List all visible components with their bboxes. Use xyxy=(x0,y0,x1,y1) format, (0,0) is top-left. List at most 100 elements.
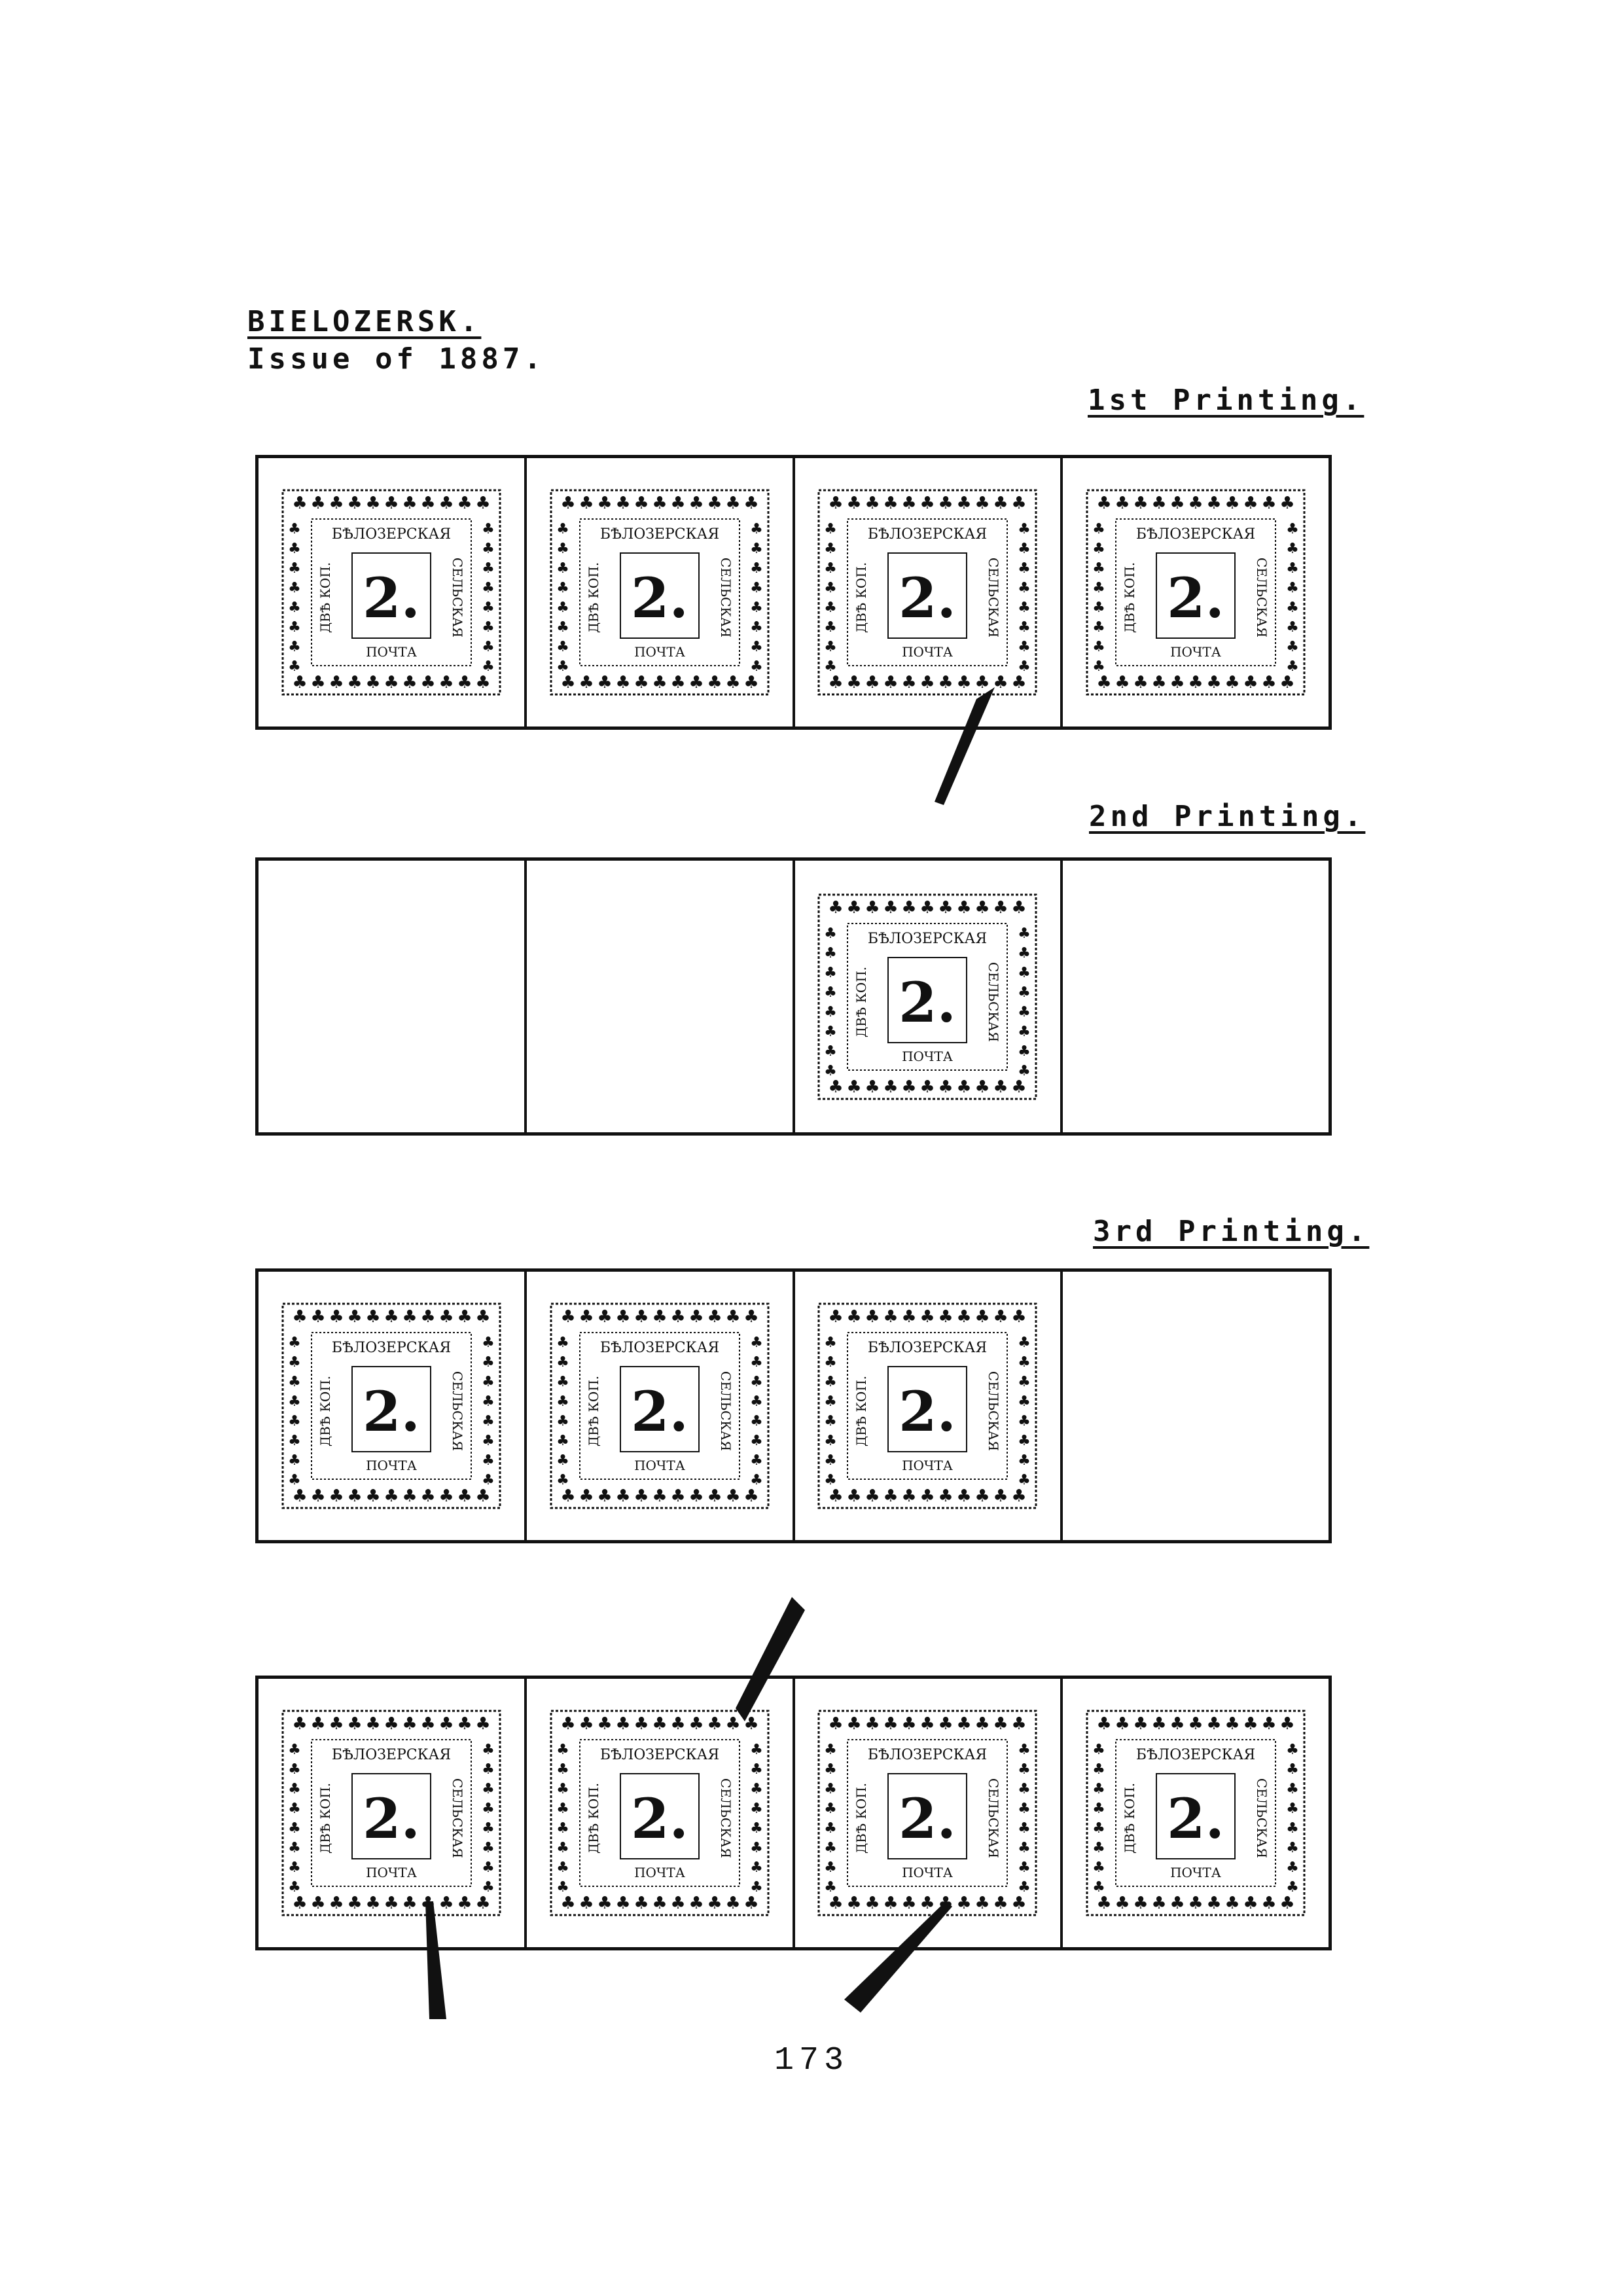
svg-text:♣: ♣ xyxy=(670,1486,685,1506)
svg-text:♣: ♣ xyxy=(750,1393,763,1410)
stamp-cell xyxy=(524,861,793,1132)
svg-text:♣: ♣ xyxy=(579,673,594,692)
svg-text:♣: ♣ xyxy=(725,1486,740,1506)
svg-text:♣: ♣ xyxy=(750,619,763,636)
svg-text:♣: ♣ xyxy=(292,493,307,513)
stamp-top-text: БѢЛОЗЕРСКАЯ xyxy=(332,1747,451,1763)
svg-text:♣: ♣ xyxy=(482,658,495,675)
svg-text:♣: ♣ xyxy=(1261,673,1276,692)
stamp-top-text: БѢЛОЗЕРСКАЯ xyxy=(600,526,719,543)
stamp-bottom-text: ПОЧТА xyxy=(1170,644,1221,660)
svg-text:♣: ♣ xyxy=(1018,1859,1031,1876)
svg-text:♣: ♣ xyxy=(1018,1452,1031,1469)
svg-text:♣: ♣ xyxy=(865,1307,880,1327)
svg-text:♣: ♣ xyxy=(1092,1801,1105,1817)
stamp-value: 2. xyxy=(363,565,420,630)
svg-text:♣: ♣ xyxy=(825,541,838,557)
svg-text:♣: ♣ xyxy=(457,1893,472,1913)
svg-text:♣: ♣ xyxy=(556,580,569,596)
svg-text:♣: ♣ xyxy=(475,1486,490,1506)
svg-text:♣: ♣ xyxy=(556,619,569,636)
svg-text:♣: ♣ xyxy=(847,1486,862,1506)
svg-text:♣: ♣ xyxy=(707,1307,722,1327)
stamp-top-text: БѢЛОЗЕРСКАЯ xyxy=(332,1340,451,1356)
svg-text:♣: ♣ xyxy=(750,1879,763,1895)
stamp-left-text: ДВѢ КОП. xyxy=(317,1783,333,1854)
svg-text:♣: ♣ xyxy=(993,1307,1008,1327)
stamp-top-text: БѢЛОЗЕРСКАЯ xyxy=(1136,526,1255,543)
svg-text:♣: ♣ xyxy=(957,1714,972,1734)
svg-text:♣: ♣ xyxy=(482,1472,495,1488)
svg-text:♣: ♣ xyxy=(579,1714,594,1734)
stamp-left-text: ДВѢ КОП. xyxy=(853,562,869,633)
stamp-image: ♣♣♣♣♣♣♣♣♣♣♣♣♣♣♣♣♣♣♣♣♣♣♣♣♣♣♣♣♣♣♣♣♣♣♣♣♣♣ Б… xyxy=(279,1708,503,1918)
stamp-value: 2. xyxy=(363,1379,420,1444)
svg-text:♣: ♣ xyxy=(556,1742,569,1758)
svg-text:♣: ♣ xyxy=(365,673,380,692)
svg-text:♣: ♣ xyxy=(1018,1063,1031,1079)
svg-text:♣: ♣ xyxy=(1012,1893,1027,1913)
svg-text:♣: ♣ xyxy=(1018,1413,1031,1429)
svg-text:♣: ♣ xyxy=(750,1452,763,1469)
svg-text:♣: ♣ xyxy=(556,658,569,675)
svg-text:♣: ♣ xyxy=(615,493,630,513)
svg-text:♣: ♣ xyxy=(292,1893,307,1913)
svg-text:♣: ♣ xyxy=(457,493,472,513)
svg-text:♣: ♣ xyxy=(482,1354,495,1371)
svg-text:♣: ♣ xyxy=(1092,1859,1105,1876)
svg-text:♣: ♣ xyxy=(1169,493,1185,513)
svg-text:♣: ♣ xyxy=(750,1859,763,1876)
stamp-value: 2. xyxy=(631,1379,688,1444)
svg-text:♣: ♣ xyxy=(825,1335,838,1351)
svg-text:♣: ♣ xyxy=(482,1393,495,1410)
svg-text:♣: ♣ xyxy=(475,493,490,513)
svg-text:♣: ♣ xyxy=(743,673,758,692)
svg-text:♣: ♣ xyxy=(329,1486,344,1506)
svg-text:♣: ♣ xyxy=(1133,1893,1148,1913)
svg-text:♣: ♣ xyxy=(975,1893,990,1913)
svg-text:♣: ♣ xyxy=(482,1433,495,1449)
stamp-right-text: СЕЛЬСКАЯ xyxy=(718,558,734,637)
svg-text:♣: ♣ xyxy=(556,1840,569,1856)
svg-text:♣: ♣ xyxy=(825,1859,838,1876)
svg-text:♣: ♣ xyxy=(1092,1820,1105,1837)
svg-text:♣: ♣ xyxy=(288,1374,301,1390)
svg-text:♣: ♣ xyxy=(920,1077,935,1097)
svg-text:♣: ♣ xyxy=(1092,1761,1105,1778)
svg-text:♣: ♣ xyxy=(1018,541,1031,557)
svg-text:♣: ♣ xyxy=(743,1714,758,1734)
svg-text:♣: ♣ xyxy=(1286,600,1299,616)
svg-text:♣: ♣ xyxy=(902,1307,917,1327)
svg-text:♣: ♣ xyxy=(579,1893,594,1913)
svg-text:♣: ♣ xyxy=(1115,493,1130,513)
svg-text:♣: ♣ xyxy=(1092,639,1105,655)
svg-text:♣: ♣ xyxy=(475,1714,490,1734)
svg-text:♣: ♣ xyxy=(825,925,838,942)
stamp-value: 2. xyxy=(363,1786,420,1851)
svg-text:♣: ♣ xyxy=(1188,493,1203,513)
svg-text:♣: ♣ xyxy=(883,1077,899,1097)
svg-text:♣: ♣ xyxy=(1012,1307,1027,1327)
svg-text:♣: ♣ xyxy=(402,1486,417,1506)
svg-text:♣: ♣ xyxy=(1151,493,1166,513)
svg-text:♣: ♣ xyxy=(707,493,722,513)
svg-text:♣: ♣ xyxy=(883,1893,899,1913)
stamp-top-text: БѢЛОЗЕРСКАЯ xyxy=(868,931,987,947)
svg-text:♣: ♣ xyxy=(292,1486,307,1506)
svg-text:♣: ♣ xyxy=(288,658,301,675)
svg-text:♣: ♣ xyxy=(938,493,954,513)
svg-text:♣: ♣ xyxy=(597,1893,612,1913)
svg-text:♣: ♣ xyxy=(556,1374,569,1390)
svg-text:♣: ♣ xyxy=(829,1486,844,1506)
svg-text:♣: ♣ xyxy=(688,1307,704,1327)
svg-text:♣: ♣ xyxy=(310,673,325,692)
svg-text:♣: ♣ xyxy=(1018,1393,1031,1410)
svg-text:♣: ♣ xyxy=(750,560,763,577)
svg-text:♣: ♣ xyxy=(365,1893,380,1913)
svg-text:♣: ♣ xyxy=(750,639,763,655)
svg-text:♣: ♣ xyxy=(633,1714,649,1734)
svg-text:♣: ♣ xyxy=(652,673,667,692)
svg-text:♣: ♣ xyxy=(1018,965,1031,981)
svg-text:♣: ♣ xyxy=(652,1893,667,1913)
svg-text:♣: ♣ xyxy=(993,493,1008,513)
